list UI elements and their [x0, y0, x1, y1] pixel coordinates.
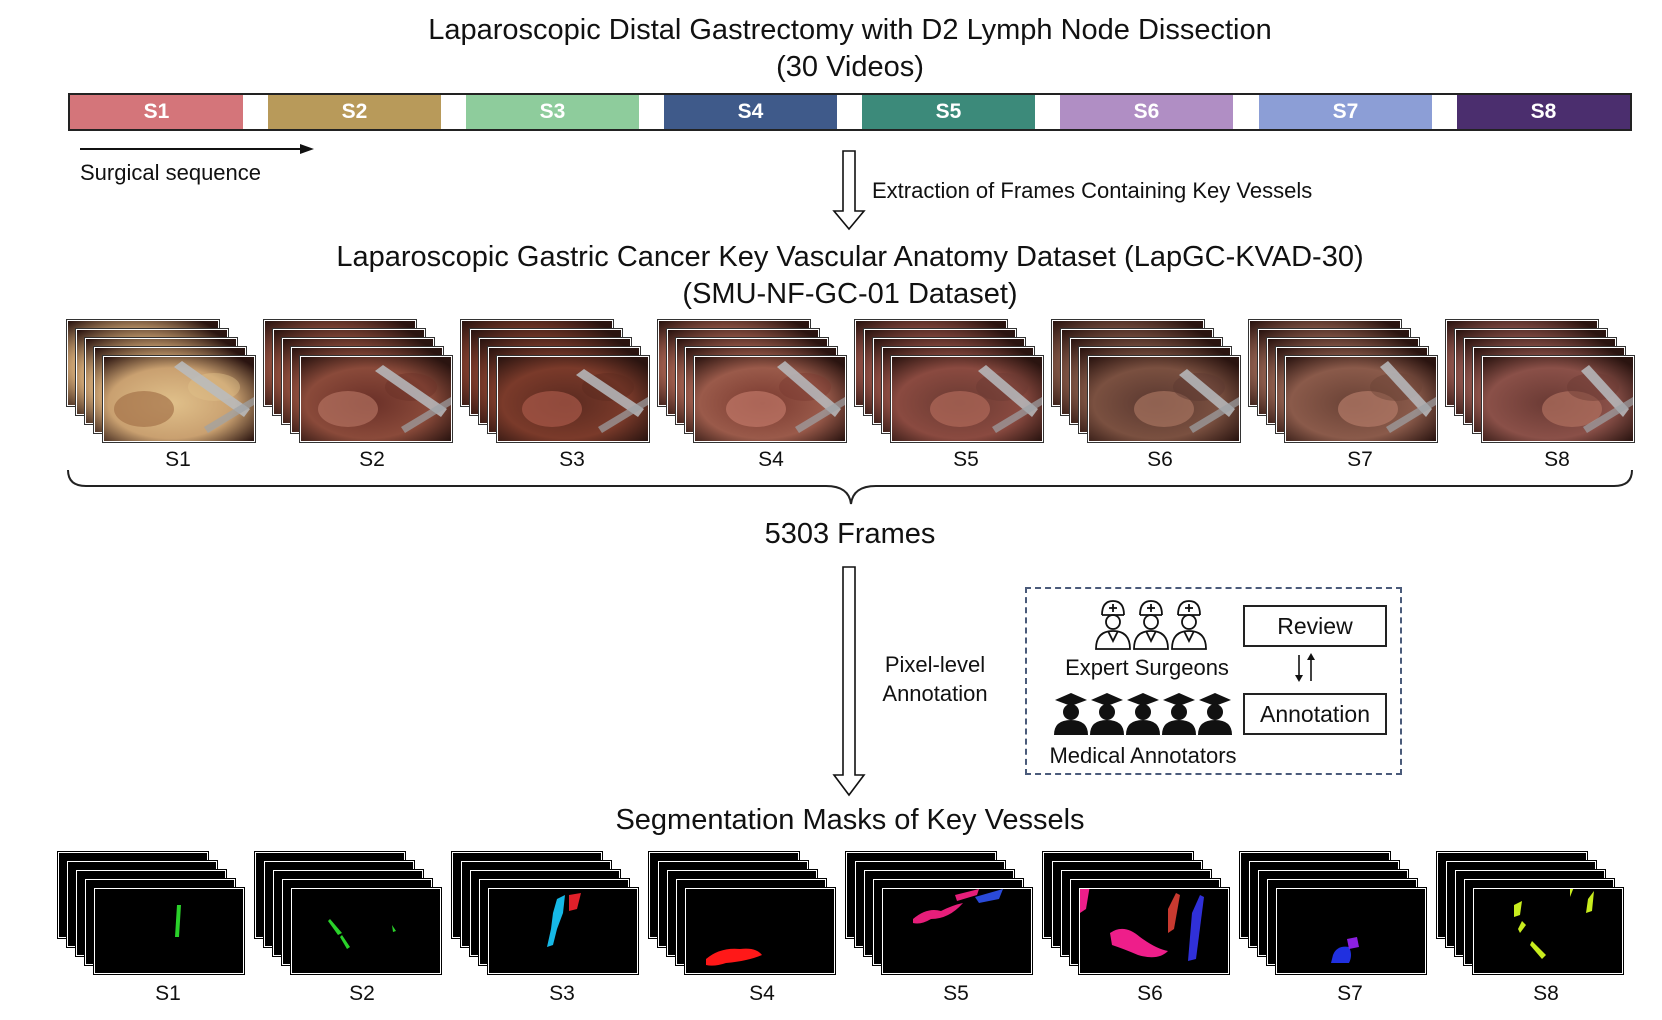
mask-frame: [291, 888, 441, 974]
vessel-mask: [1080, 889, 1204, 961]
surgical-frame: [1285, 356, 1437, 442]
annotator-icon: [1198, 693, 1232, 735]
masks-title: Segmentation Masks of Key Vessels: [615, 804, 1085, 836]
medical-annotators-label: Medical Annotators: [1049, 743, 1237, 768]
dataset-title: Laparoscopic Gastric Cancer Key Vascular…: [336, 241, 1364, 273]
down-arrow-icon: [832, 150, 866, 231]
timeline-segment-s8: S8: [1457, 95, 1630, 129]
vessel-mask: [706, 948, 762, 966]
vessel-mask: [1514, 889, 1594, 959]
review-annotation-arrows-icon: [1295, 653, 1315, 682]
mask-stack-label: S8: [1533, 982, 1559, 1005]
timeline-segment-s6: S6: [1060, 95, 1233, 129]
frame-stack-label: S4: [758, 448, 784, 471]
mask-frame: [882, 888, 1032, 974]
sequence-arrow-icon: [80, 144, 314, 154]
surgeon-icon: [1171, 600, 1207, 650]
surgeon-icon: [1095, 600, 1131, 650]
frame-stack-label: S7: [1347, 448, 1373, 471]
surgical-timeline: S1 S2 S3 S4 S5 S6 S7 S8: [68, 93, 1632, 131]
page-subtitle: (30 Videos): [776, 51, 924, 83]
frame-stack-s5: [855, 320, 1055, 442]
surgical-frame: [891, 356, 1043, 442]
sequence-label: Surgical sequence: [80, 160, 262, 185]
frame-stack-s3: [461, 320, 661, 442]
frame-stack-label: S1: [165, 448, 191, 471]
vessel-mask: [547, 893, 581, 947]
annotator-icon: [1090, 693, 1124, 735]
mask-frame: [1473, 888, 1623, 974]
mask-stack-label: S5: [943, 982, 969, 1005]
mask-stack-s8: [1437, 852, 1637, 974]
annotator-icon: [1126, 693, 1160, 735]
curly-brace-icon: [67, 469, 1633, 505]
mask-stack-s3: [452, 852, 652, 974]
surgical-frame: [1088, 356, 1240, 442]
annotation-workflow-box: Expert Surgeons Medical Annotators Revie…: [1025, 587, 1402, 775]
frame-stack-label: S3: [559, 448, 585, 471]
down-arrow-icon: [832, 566, 866, 797]
frame-stack-s2: [264, 320, 464, 442]
vessel-mask: [913, 889, 1003, 924]
mask-stack-label: S6: [1137, 982, 1163, 1005]
annotator-icon: [1162, 693, 1196, 735]
timeline-segment-s4: S4: [664, 95, 837, 129]
pixel-annotation-label-2: Annotation: [882, 681, 988, 706]
dataset-subtitle: (SMU-NF-GC-01 Dataset): [682, 278, 1018, 310]
timeline-segment-s5: S5: [862, 95, 1035, 129]
people-icons: [1054, 600, 1232, 735]
pixel-annotation-label-1: Pixel-level: [884, 652, 986, 677]
frame-stack-label: S8: [1544, 448, 1570, 471]
mask-frame: [488, 888, 638, 974]
surgical-frame: [694, 356, 846, 442]
frame-stack-label: S6: [1147, 448, 1173, 471]
mask-frame: [1276, 888, 1426, 974]
mask-stack-label: S3: [549, 982, 575, 1005]
mask-frame: [94, 888, 244, 974]
mask-stack-label: S2: [349, 982, 375, 1005]
timeline-segment-s2: S2: [268, 95, 441, 129]
frame-stack-s4: [658, 320, 858, 442]
page-title: Laparoscopic Distal Gastrectomy with D2 …: [428, 14, 1272, 46]
mask-frame: [685, 888, 835, 974]
expert-surgeons-label: Expert Surgeons: [1065, 655, 1229, 680]
frame-stack-label: S2: [359, 448, 385, 471]
mask-stack-label: S1: [155, 982, 181, 1005]
mask-stack-label: S7: [1337, 982, 1363, 1005]
frame-stack-s1: [67, 320, 267, 442]
surgical-frame: [103, 356, 255, 442]
mask-stack-s2: [255, 852, 455, 974]
frame-stack-s8: [1446, 320, 1646, 442]
surgical-frame: [497, 356, 649, 442]
vessel-mask: [175, 905, 181, 937]
annotation-box: Annotation: [1243, 693, 1387, 735]
timeline-segment-s1: S1: [70, 95, 243, 129]
frame-stack-s6: [1052, 320, 1252, 442]
frame-stack-s7: [1249, 320, 1449, 442]
review-box: Review: [1243, 605, 1387, 647]
surgeon-icon: [1133, 600, 1169, 650]
mask-stack-label: S4: [749, 982, 775, 1005]
mask-stack-s1: [58, 852, 258, 974]
mask-frame: [1079, 888, 1229, 974]
mask-stack-s5: [846, 852, 1046, 974]
frame-stack-label: S5: [953, 448, 979, 471]
mask-stack-s7: [1240, 852, 1440, 974]
surgical-frame: [300, 356, 452, 442]
frames-total: 5303 Frames: [764, 518, 936, 550]
vessel-mask: [1331, 937, 1359, 963]
timeline-segment-s7: S7: [1259, 95, 1432, 129]
mask-stack-s4: [649, 852, 849, 974]
annotator-icon: [1054, 693, 1088, 735]
vessel-mask: [328, 919, 396, 949]
mask-stack-s6: [1043, 852, 1243, 974]
timeline-segment-s3: S3: [466, 95, 639, 129]
extraction-step-label: Extraction of Frames Containing Key Vess…: [872, 178, 1313, 203]
surgical-frame: [1482, 356, 1634, 442]
